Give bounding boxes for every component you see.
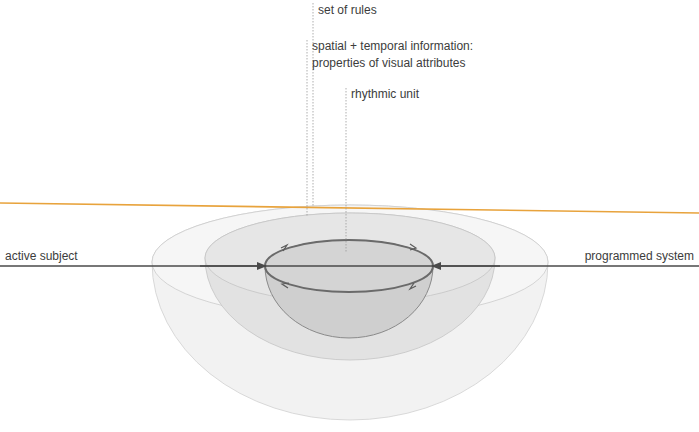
inner-bowl [265, 240, 433, 338]
arrow-left-in [200, 265, 266, 267]
middle-rim [205, 213, 495, 303]
rules-layer: set of rules spatial + temporal informati… [150, 0, 550, 420]
outer-bowl [152, 205, 548, 420]
interaction-axis [0, 265, 699, 267]
middle-bowl [205, 213, 495, 360]
rhythmic-unit-core: rhythmic unit [262, 84, 438, 344]
axis-end-label: active subject [3, 249, 80, 264]
axis-end-label: programmed system [583, 249, 696, 264]
layer-label: rhythmic unit [351, 86, 437, 103]
layer-label: set of rules [318, 2, 458, 19]
orange-plane-line [0, 203, 699, 213]
information-layer: spatial + temporal information: properti… [200, 36, 500, 376]
layer-label: spatial + temporal information: properti… [312, 38, 500, 72]
arrow-right-in [432, 265, 500, 267]
